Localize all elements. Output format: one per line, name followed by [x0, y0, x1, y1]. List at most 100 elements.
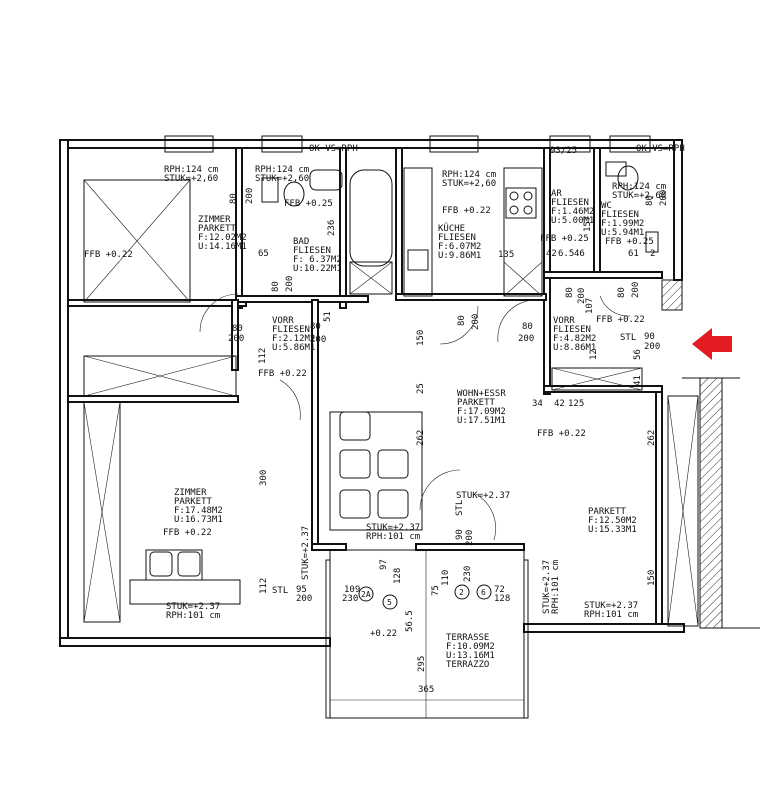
room-perimeter: U:17.51M1 — [457, 416, 506, 426]
section-markers: 2A 5 2 6 — [358, 584, 492, 610]
dimension: 200 — [644, 342, 660, 352]
room-floor: FLIESEN — [293, 246, 331, 256]
door-swings — [199, 293, 631, 541]
room-name: TERRASSE — [446, 633, 489, 643]
note-93-25: 93/25 — [550, 146, 577, 156]
built-in-cabinets — [83, 167, 699, 627]
ok-vs-rph-label: OK VS=RPH — [309, 144, 358, 154]
dimension: 150 — [416, 330, 426, 346]
dimension: 80 — [617, 287, 627, 298]
stuk-label: STUK=+2.37 — [584, 601, 638, 611]
dimension: 80 — [229, 193, 239, 204]
stuk-label: STUK=+2.37 — [542, 560, 552, 614]
entrance-arrow-icon — [692, 328, 732, 360]
dimension: 25 — [416, 383, 426, 394]
room-level: FFB +0.22 — [163, 528, 212, 538]
dimension: 128 — [494, 594, 510, 604]
room-floor: FLIESEN — [551, 198, 589, 208]
sanitary-fixtures — [261, 161, 659, 297]
room-floor: PARKETT — [174, 497, 213, 507]
stuk-label: STUK=+2.37 — [301, 526, 311, 580]
annotation-labels: OK VS=RPH OK VS=RPH 93/25 RPH:124 cm STU… — [84, 144, 685, 695]
dimension: 90 — [455, 529, 465, 540]
room-area: F:12.50M2 — [588, 516, 637, 526]
room-area: F:12.02M2 — [198, 233, 247, 243]
rph-label: RPH:101 cm — [551, 560, 561, 614]
dimension: 200 — [518, 334, 534, 344]
room-area: F:1.99M2 — [601, 219, 644, 229]
room-name: WC — [601, 201, 612, 211]
stuk-label: STUK=+2.37 — [456, 491, 510, 501]
room-area: F:6.07M2 — [438, 242, 481, 252]
dimension: 42 — [554, 399, 565, 409]
marker-label: 2 — [459, 588, 464, 597]
room-perimeter: U:9.86M1 — [438, 251, 481, 261]
room-level: FFB +0.25 — [284, 199, 333, 209]
dimension: 200 — [577, 288, 587, 304]
room-floor: TERRAZZO — [446, 660, 489, 670]
dimension: 41 — [633, 375, 643, 386]
dimension: 95 — [296, 585, 307, 595]
dimension: 112 — [259, 578, 269, 594]
rph-label: RPH:101 cm — [584, 610, 638, 620]
room-floor: FLIESEN — [553, 325, 591, 335]
dimension: 56.5 — [405, 610, 415, 632]
dimension: 80 — [457, 315, 467, 326]
room-level: FFB +0.22 — [84, 250, 133, 260]
dimension: 157 — [583, 216, 593, 232]
rph-label: RPH:101 cm — [366, 532, 420, 542]
stuk-label: STUK=+2,60 — [442, 179, 496, 189]
room-area: F:10.09M2 — [446, 642, 495, 652]
room-name: VORR — [272, 316, 294, 326]
room-level: FFB +0.22 — [258, 369, 307, 379]
dimension: 61 — [628, 249, 639, 259]
marker-label: 6 — [481, 588, 486, 597]
dimension: 65 — [258, 249, 269, 259]
dimension: 365 — [418, 685, 434, 695]
room-level: FFB +0.22 — [442, 206, 491, 216]
dimension: 135 — [498, 250, 514, 260]
dimension: 200 — [465, 530, 475, 546]
dimension: 200 — [228, 334, 244, 344]
dining-furniture — [129, 411, 423, 605]
terrace-outline — [325, 549, 529, 719]
rph-label: RPH:124 cm — [164, 165, 218, 175]
dimension: 110 — [441, 570, 451, 586]
dimension: 200 — [245, 188, 255, 204]
dimension: 230 — [463, 566, 473, 582]
rph-label: RPH:124 cm — [255, 165, 309, 175]
room-name: BAD — [293, 237, 309, 247]
dimension: 200 — [285, 276, 295, 292]
ok-vs-rph-label-2: OK VS=RPH — [636, 144, 685, 154]
dimension: 12 — [589, 349, 599, 360]
dimension: 42 — [546, 249, 557, 259]
room-perimeter: U:10.22M1 — [293, 264, 342, 274]
dimension: 56 — [633, 349, 643, 360]
dimension: 262 — [416, 430, 426, 446]
room-floor: PARKETT — [457, 398, 496, 408]
room-perimeter: U:5.00M1 — [551, 216, 594, 226]
room-name: ZIMMER — [198, 215, 231, 225]
stl-label: STL — [455, 500, 465, 516]
dimension: 51 — [323, 311, 333, 322]
interior-walls — [67, 147, 663, 625]
dimension: 200 — [659, 190, 669, 206]
dimension: 200 — [310, 335, 326, 345]
room-perimeter: U:8.86M1 — [553, 343, 596, 353]
dimension: 109 — [344, 585, 360, 595]
room-name: KÜCHE — [438, 223, 465, 234]
room-perimeter: U:16.73M1 — [174, 515, 223, 525]
dimension: 80 — [310, 322, 321, 332]
marker-label: 5 — [387, 598, 392, 607]
stuk-label: STUK=+2,60 — [612, 191, 666, 201]
marker-label: 2A — [361, 590, 371, 599]
dimension: 2 — [650, 249, 655, 259]
room-perimeter: U:15.33M1 — [588, 525, 637, 535]
room-area: F:17.48M2 — [174, 506, 223, 516]
room-level: FFB +0.25 — [540, 234, 589, 244]
dimension: 150 — [647, 570, 657, 586]
dimension: 236 — [327, 220, 337, 236]
dimension: 80 — [645, 195, 655, 206]
room-name: AR — [551, 189, 562, 199]
